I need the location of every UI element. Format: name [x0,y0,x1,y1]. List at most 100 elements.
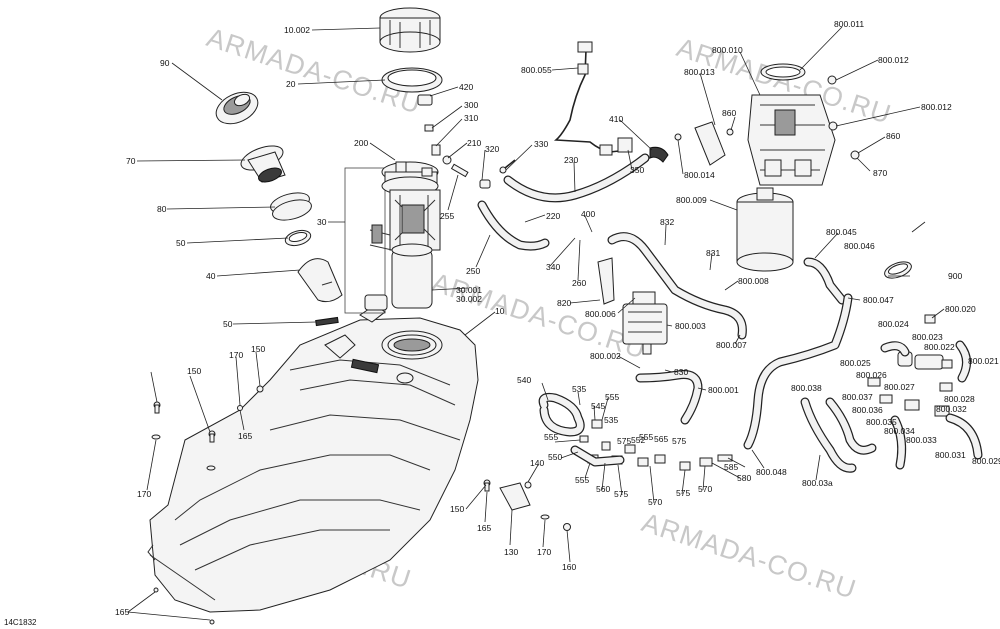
hose-40 [297,258,343,303]
fuel-cap-90 [215,91,259,125]
label-800-038: 800.038 [791,383,822,393]
label-555-d: 555 [605,392,619,402]
label-552: 552 [631,435,645,445]
label-570-a: 570 [698,484,712,494]
label-860-a: 860 [722,108,736,118]
label-800-035: 800.035 [866,417,897,427]
label-800-047: 800.047 [863,295,894,305]
label-410: 410 [609,114,623,124]
label-535-b: 535 [604,415,618,425]
label-565: 565 [654,434,668,444]
label-80: 80 [157,204,167,214]
part-labels: 10.002 20 90 70 80 50 40 50 30 200 420 3… [115,19,1000,617]
label-200: 200 [354,138,368,148]
label-555-a: 555 [575,475,589,485]
diagram-code: 14C1832 [4,618,37,627]
label-575-c: 575 [672,436,686,446]
label-30-001: 30.001 [456,285,482,295]
label-170-b: 170 [137,489,151,499]
label-800-010: 800.010 [712,45,743,55]
label-800-029: 800.029 [972,456,1000,466]
label-150-b: 150 [187,366,201,376]
leader-lines [127,26,945,621]
label-165-b: 165 [477,523,491,533]
collar-80 [270,192,312,221]
label-800-011: 800.011 [834,19,864,29]
watermark-5: ARMADA-CO.RU [638,507,860,605]
label-575-b: 575 [614,489,628,499]
label-70: 70 [126,156,136,166]
label-50-b: 50 [223,319,233,329]
label-10: 10 [495,306,505,316]
strap-50 [315,316,339,327]
label-30-002: 30.002 [456,294,482,304]
label-800-003: 800.003 [675,321,706,331]
hose-230 [503,153,650,203]
clamp-900 [884,261,912,279]
label-800-006: 800.006 [585,309,616,319]
label-170-a: 170 [229,350,243,360]
label-540: 540 [517,375,531,385]
label-50-a: 50 [176,238,186,248]
label-150-c: 150 [450,504,464,514]
label-250: 250 [466,266,480,276]
small-fittings [570,419,733,471]
fittings-pump [417,94,491,189]
label-800-007: 800.007 [716,340,747,350]
filler-neck-70 [240,145,286,183]
bracket-820 [597,257,615,305]
label-800-021: 800.021 [968,356,999,366]
label-165-c: 165 [115,607,129,617]
label-800-001: 800.001 [708,385,739,395]
label-800-045: 800.045 [826,227,857,237]
label-830: 830 [674,367,688,377]
label-900: 900 [948,271,962,281]
hardware [151,385,571,625]
hose-250-220 [477,200,550,251]
label-860-b: 860 [886,131,900,141]
carbon-canister [736,187,794,272]
label-340: 340 [546,262,560,272]
label-575-d: 575 [617,436,631,446]
label-40: 40 [206,271,216,281]
filter-cluster [800,314,983,473]
hose-540 [538,392,585,437]
valve-800003 [622,291,668,355]
label-800-014: 800.014 [684,170,715,180]
label-210: 210 [467,138,481,148]
label-800-008: 800.008 [738,276,769,286]
label-800-009: 800.009 [676,195,707,205]
label-170-c: 170 [537,547,551,557]
clamp-50 [284,229,312,247]
label-90: 90 [160,58,170,68]
label-800-036: 800.036 [852,405,883,415]
label-800-03a: 800.03a [802,478,833,488]
label-550: 550 [548,452,562,462]
label-570-b: 570 [648,497,662,507]
label-800-023: 800.023 [912,332,943,342]
label-255: 255 [440,211,454,221]
label-535-a: 535 [572,384,586,394]
label-800-033: 800.033 [906,435,937,445]
label-230: 230 [564,155,578,165]
label-220: 220 [546,211,560,221]
label-10-002: 10.002 [284,25,310,35]
label-820: 820 [557,298,571,308]
label-800-026: 800.026 [856,370,887,380]
pipe-330 [499,159,516,174]
label-555-b: 555 [544,432,558,442]
label-800-031: 800.031 [935,450,966,460]
label-330: 330 [534,139,548,149]
label-320: 320 [485,144,499,154]
label-800-012-b: 800.012 [921,102,952,112]
label-575-a: 575 [676,488,690,498]
label-555-c: 555 [639,432,653,442]
label-140: 140 [530,458,544,468]
harness-800055 [553,41,633,156]
label-800-055: 800.055 [521,65,552,75]
label-800-028: 800.028 [944,394,975,404]
label-350: 350 [630,165,644,175]
label-260: 260 [572,278,586,288]
label-420: 420 [459,82,473,92]
